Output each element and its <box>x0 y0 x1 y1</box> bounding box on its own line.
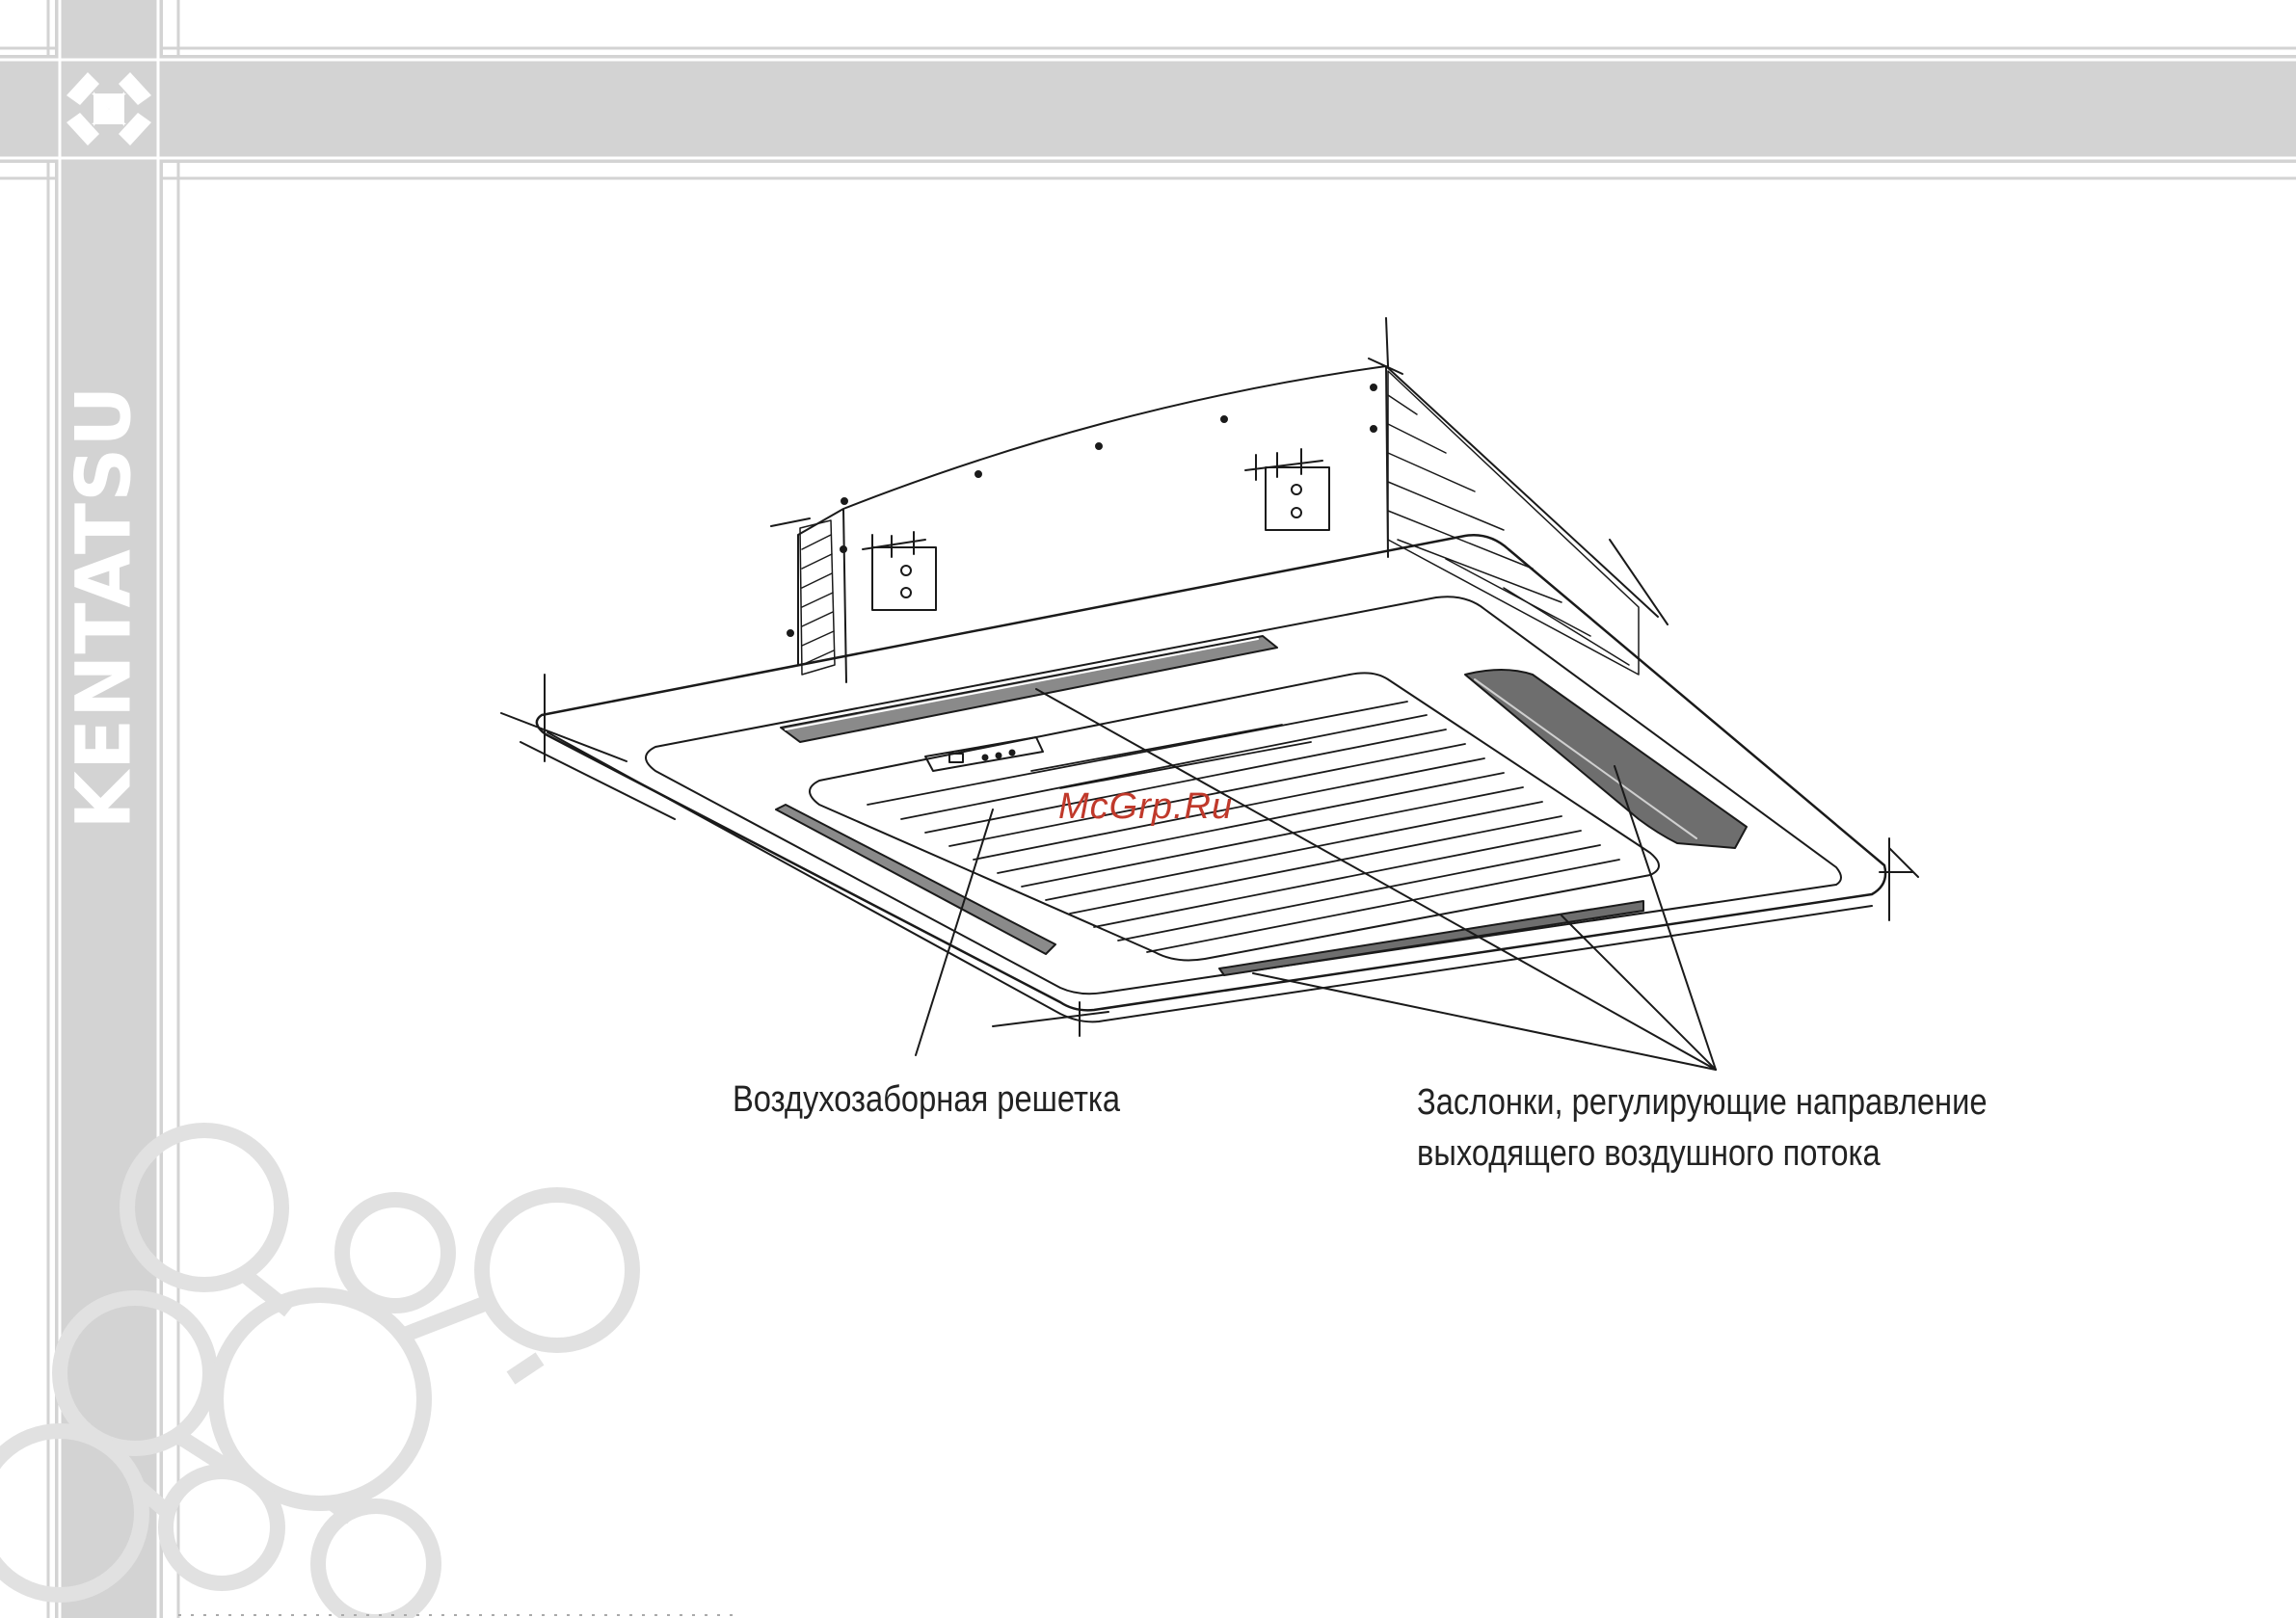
unit-housing <box>798 366 1658 682</box>
hatch-left <box>800 520 835 675</box>
louver-left <box>776 805 1055 954</box>
cassette-unit-drawing <box>501 318 1918 1070</box>
brand-name: KENTATSU <box>62 385 148 829</box>
housing-screws <box>788 385 1376 636</box>
hatch-right <box>1388 371 1639 675</box>
mounting-bracket-left <box>863 532 936 610</box>
caption-louvers-line2: выходящего воздушного потока <box>1417 1128 1988 1180</box>
caption-intake-text: Воздухозаборная решетка <box>733 1074 1120 1126</box>
header-band <box>0 55 2296 163</box>
brand-logo: KENTATSU <box>75 405 135 809</box>
control-display <box>925 737 1043 771</box>
caption-intake-grille: Воздухозаборная решетка <box>733 1074 1120 1126</box>
caption-louvers-line1: Заслонки, регулирующие направление <box>1417 1077 1988 1128</box>
mounting-bracket-right <box>1245 449 1329 530</box>
louver-top <box>781 636 1277 742</box>
caption-louvers: Заслонки, регулирующие направление выход… <box>1417 1077 1988 1180</box>
watermark: McGrp.Ru <box>1058 786 1233 828</box>
